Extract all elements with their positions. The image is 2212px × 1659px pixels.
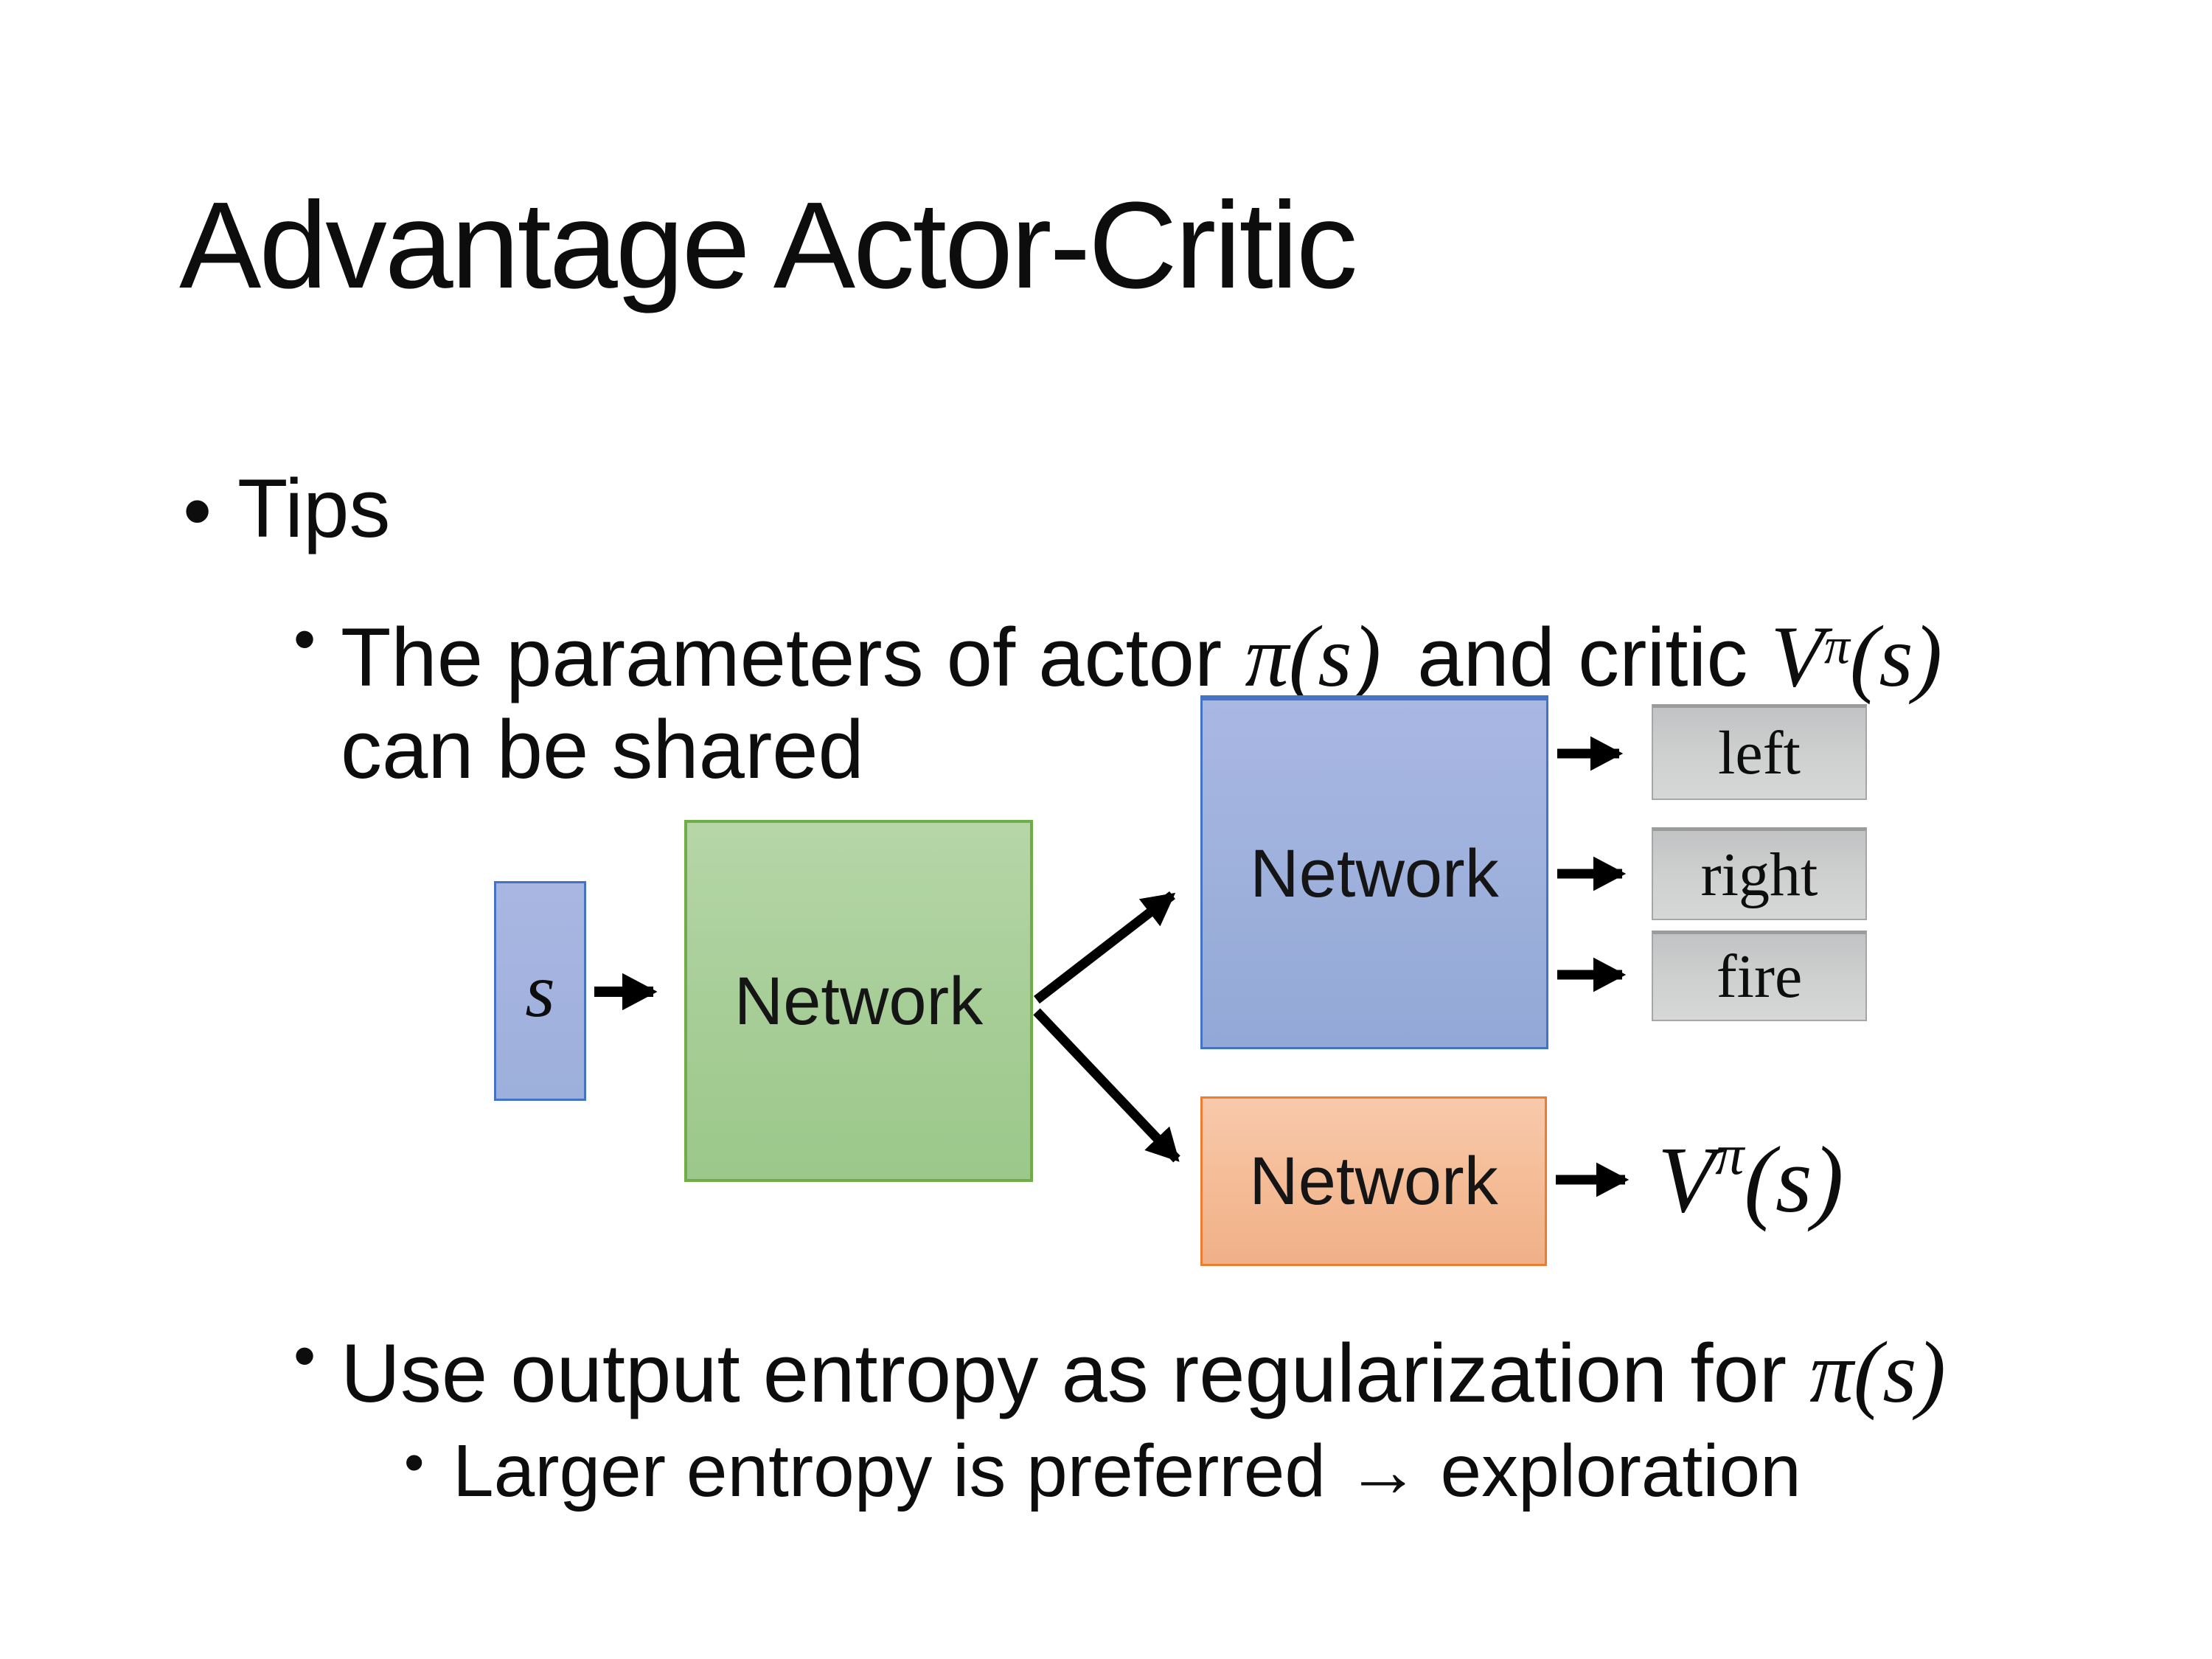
parameters-text-pre: The parameters of actor: [341, 611, 1245, 703]
actor-network-box: Network: [1200, 695, 1548, 1049]
shared-network-box: Network: [684, 820, 1033, 1182]
bullet-tips: Tips: [237, 462, 391, 554]
critic-v-base: V: [1770, 608, 1824, 705]
bullet-icon: •: [183, 465, 212, 557]
critic-output-base: V: [1658, 1127, 1716, 1232]
entropy-text-pre: Use output entropy as regularization for: [341, 1327, 1810, 1419]
arrow-shared-to-actor: [1034, 891, 1176, 1004]
actor-network-label: Network: [1250, 836, 1499, 911]
bullet-entropy-line: Use output entropy as regularization for…: [341, 1322, 1946, 1423]
critic-network-box: Network: [1200, 1096, 1547, 1266]
action-box-fire: fire: [1652, 931, 1867, 1021]
arrow-shared-to-critic: [1033, 1008, 1180, 1163]
parameters-line2: can be shared: [341, 703, 864, 796]
bullet-icon: •: [404, 1430, 425, 1495]
slide-title: Advantage Actor-Critic: [179, 177, 1357, 314]
shared-network-label: Network: [734, 963, 984, 1039]
action-left-label: left: [1718, 718, 1801, 787]
critic-network-label: Network: [1249, 1144, 1498, 1219]
critic-output-args: (s): [1744, 1127, 1844, 1232]
state-label: s: [525, 948, 555, 1033]
action-fire-label: fire: [1716, 942, 1803, 1011]
critic-v-sup: π: [1824, 618, 1850, 675]
bullet-icon: •: [293, 604, 316, 675]
entropy-pi-math: π(s): [1809, 1324, 1946, 1421]
bullet-exploration-line: Larger entropy is preferred → exploratio…: [453, 1430, 1801, 1512]
state-input-box: s: [494, 881, 586, 1101]
bullet-parameters-line: The parameters of actor π(s) and critic …: [341, 606, 1942, 707]
actor-pi-math: π(s): [1245, 608, 1382, 705]
critic-output-value: V π (s): [1658, 1117, 1952, 1242]
parameters-text-mid: and critic: [1394, 611, 1771, 703]
critic-output-sup: π: [1715, 1122, 1745, 1186]
action-box-left: left: [1652, 704, 1867, 800]
bullet-icon: •: [293, 1321, 316, 1391]
action-box-right: right: [1652, 827, 1867, 920]
action-right-label: right: [1700, 840, 1818, 909]
critic-v-args: (s): [1849, 608, 1943, 705]
